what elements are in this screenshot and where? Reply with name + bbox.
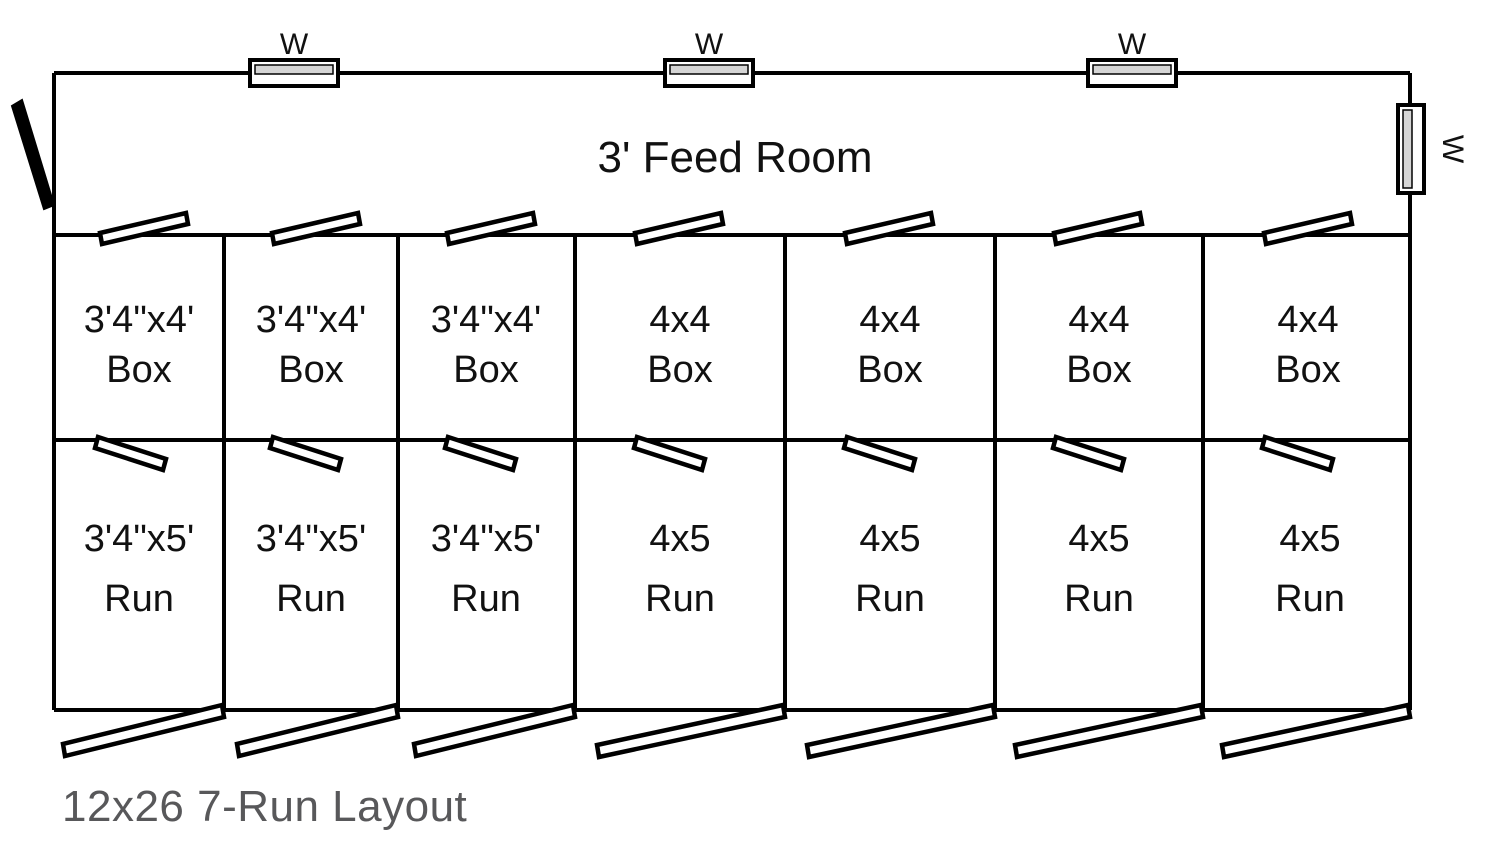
stall-5-run-size: 4x5 bbox=[859, 518, 920, 560]
stall-1-run-type: Run bbox=[104, 578, 174, 620]
stall-1-box-size: 3'4"x4' bbox=[84, 299, 194, 341]
stall-dividers bbox=[222, 235, 1205, 710]
door-leaf-box-4-icon bbox=[632, 210, 726, 247]
box-stall-doors bbox=[97, 210, 1355, 247]
window-label-3: W bbox=[1118, 28, 1147, 61]
door-leaf-run-1-icon bbox=[92, 434, 169, 473]
window-label-4: W bbox=[1436, 135, 1469, 164]
window-label-1: W bbox=[280, 28, 309, 61]
stall-7-run-type: Run bbox=[1275, 578, 1345, 620]
entry-door-left bbox=[10, 98, 56, 211]
stall-2-box-size: 3'4"x4' bbox=[256, 299, 366, 341]
door-leaf-run-2-icon bbox=[267, 434, 344, 473]
door-leaf-exterior-3-icon bbox=[411, 702, 578, 759]
stall-6-box-size: 4x4 bbox=[1068, 299, 1129, 341]
window-top-2: W bbox=[663, 28, 755, 88]
door-leaf-run-6-icon bbox=[1050, 434, 1127, 473]
stall-4-box-type: Box bbox=[647, 349, 712, 391]
door-leaf-box-2-icon bbox=[269, 210, 363, 247]
door-leaf-box-7-icon bbox=[1261, 210, 1355, 247]
stall-2-run-type: Run bbox=[276, 578, 346, 620]
door-leaf-run-4-icon bbox=[631, 434, 708, 473]
window-glass-icon bbox=[1092, 64, 1172, 75]
stall-5-box-type: Box bbox=[857, 349, 922, 391]
layout-caption: 12x26 7-Run Layout bbox=[62, 782, 468, 831]
stall-6-run-size: 4x5 bbox=[1068, 518, 1129, 560]
stall-4-run-type: Run bbox=[645, 578, 715, 620]
stall-5-box-size: 4x4 bbox=[859, 299, 920, 341]
window-label-2: W bbox=[695, 28, 724, 61]
door-leaf-exterior-5-icon bbox=[804, 702, 998, 760]
window-glass-icon bbox=[254, 64, 334, 75]
stall-7-box-size: 4x4 bbox=[1277, 299, 1338, 341]
door-leaf-exterior-4-icon bbox=[594, 702, 788, 760]
stall-1-run-size: 3'4"x5' bbox=[84, 518, 194, 560]
door-leaf-box-5-icon bbox=[842, 210, 936, 247]
run-stall-doors bbox=[92, 434, 1336, 473]
stall-3-run-type: Run bbox=[451, 578, 521, 620]
stall-4-box-size: 4x4 bbox=[649, 299, 710, 341]
run-row-labels: 3'4"x5' Run 3'4"x5' Run 3'4"x5' Run 4x5 … bbox=[84, 518, 1345, 620]
stall-6-run-type: Run bbox=[1064, 578, 1134, 620]
window-top-3: W bbox=[1086, 28, 1178, 88]
door-leaf-box-1-icon bbox=[97, 210, 191, 247]
exterior-run-doors bbox=[60, 702, 1413, 760]
stall-7-run-size: 4x5 bbox=[1279, 518, 1340, 560]
stall-6-box-type: Box bbox=[1066, 349, 1131, 391]
box-row-labels: 3'4"x4' Box 3'4"x4' Box 3'4"x4' Box 4x4 … bbox=[84, 299, 1341, 391]
door-leaf-run-7-icon bbox=[1259, 434, 1336, 473]
window-top-1: W bbox=[248, 28, 340, 88]
door-leaf-box-3-icon bbox=[444, 210, 538, 247]
stall-3-run-size: 3'4"x5' bbox=[431, 518, 541, 560]
door-leaf-entry-icon bbox=[10, 98, 56, 211]
stall-4-run-size: 4x5 bbox=[649, 518, 710, 560]
window-right-1: W bbox=[1396, 103, 1469, 195]
window-glass-icon bbox=[1402, 109, 1413, 189]
stall-2-run-size: 3'4"x5' bbox=[256, 518, 366, 560]
stall-5-run-type: Run bbox=[855, 578, 925, 620]
door-leaf-box-6-icon bbox=[1051, 210, 1145, 247]
feed-room-label: 3' Feed Room bbox=[598, 133, 873, 182]
stall-1-box-type: Box bbox=[106, 349, 171, 391]
window-glass-icon bbox=[669, 64, 749, 75]
door-leaf-exterior-1-icon bbox=[60, 702, 227, 759]
stall-3-box-type: Box bbox=[453, 349, 518, 391]
stall-7-box-type: Box bbox=[1275, 349, 1340, 391]
door-leaf-run-5-icon bbox=[841, 434, 918, 473]
stall-3-box-size: 3'4"x4' bbox=[431, 299, 541, 341]
door-leaf-exterior-6-icon bbox=[1012, 702, 1206, 760]
door-leaf-exterior-2-icon bbox=[234, 702, 401, 759]
door-leaf-run-3-icon bbox=[442, 434, 519, 473]
door-leaf-exterior-7-icon bbox=[1219, 702, 1413, 760]
stall-2-box-type: Box bbox=[278, 349, 343, 391]
